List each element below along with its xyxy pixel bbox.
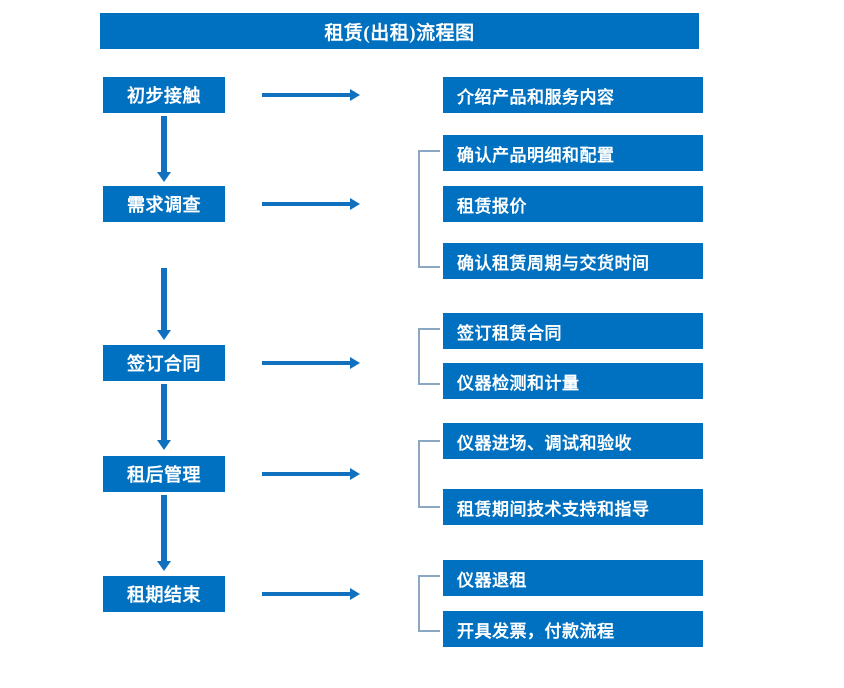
arrow-shaft — [161, 495, 167, 561]
arrow-head — [157, 561, 171, 571]
arrow-shaft — [262, 472, 352, 476]
arrow-shaft — [262, 202, 352, 206]
detail-box-4-2[interactable]: 租赁期间技术支持和指导 — [443, 489, 703, 525]
detail-box-2-1[interactable]: 确认产品明细和配置 — [443, 135, 703, 171]
group-bracket-3 — [418, 328, 440, 385]
arrow-stage-4-to-details — [262, 467, 360, 481]
arrow-shaft — [161, 116, 167, 172]
detail-box-2-2[interactable]: 租赁报价 — [443, 186, 703, 222]
arrow-stage-4-to-stage-5 — [157, 495, 171, 571]
detail-box-3-1[interactable]: 签订租赁合同 — [443, 313, 703, 349]
arrow-head — [350, 89, 360, 101]
arrow-stage-3-to-details — [262, 356, 360, 370]
arrow-head — [350, 588, 360, 600]
arrow-head — [157, 172, 171, 182]
arrow-shaft — [262, 361, 352, 365]
stage-box-5[interactable]: 租期结束 — [103, 576, 225, 612]
arrow-stage-3-to-stage-4 — [157, 384, 171, 450]
arrow-shaft — [161, 268, 167, 330]
arrow-head — [157, 330, 171, 340]
group-bracket-2 — [418, 150, 440, 268]
detail-box-2-3[interactable]: 确认租赁周期与交货时间 — [443, 243, 703, 279]
stage-box-1[interactable]: 初步接触 — [103, 77, 225, 113]
arrow-head — [350, 357, 360, 369]
arrow-head — [350, 468, 360, 480]
arrow-stage-1-to-details — [262, 88, 360, 102]
arrow-stage-1-to-stage-2 — [157, 116, 171, 182]
arrow-head — [157, 440, 171, 450]
detail-box-5-1[interactable]: 仪器退租 — [443, 560, 703, 596]
arrow-stage-5-to-details — [262, 587, 360, 601]
arrow-stage-2-to-details — [262, 197, 360, 211]
stage-box-2[interactable]: 需求调查 — [103, 186, 225, 222]
detail-box-3-2[interactable]: 仪器检测和计量 — [443, 363, 703, 399]
arrow-shaft — [161, 384, 167, 440]
arrow-shaft — [262, 93, 352, 97]
arrow-head — [350, 198, 360, 210]
detail-box-1-1[interactable]: 介绍产品和服务内容 — [443, 77, 703, 113]
stage-box-3[interactable]: 签订合同 — [103, 345, 225, 381]
flowchart-title: 租赁(出租)流程图 — [100, 13, 699, 49]
detail-box-4-1[interactable]: 仪器进场、调试和验收 — [443, 423, 703, 459]
arrow-stage-2-to-stage-3 — [157, 268, 171, 340]
stage-box-4[interactable]: 租后管理 — [103, 456, 225, 492]
group-bracket-5 — [418, 575, 440, 632]
arrow-shaft — [262, 592, 352, 596]
group-bracket-4 — [418, 440, 440, 508]
detail-box-5-2[interactable]: 开具发票，付款流程 — [443, 611, 703, 647]
